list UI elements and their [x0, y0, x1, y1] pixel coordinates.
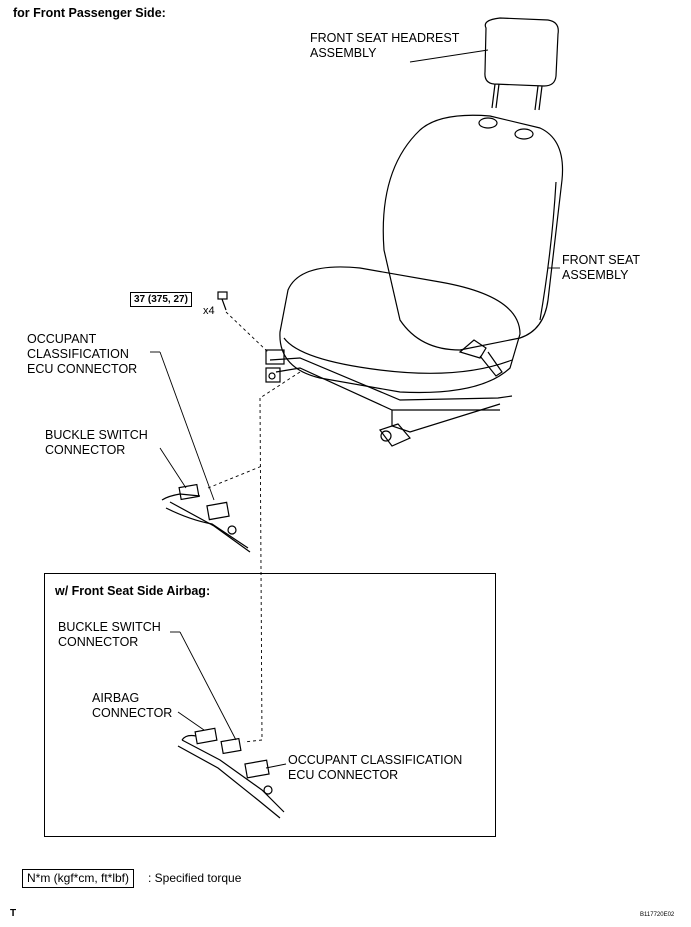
- cushion-drawing: [279, 266, 521, 394]
- page-heading: for Front Passenger Side:: [13, 6, 166, 20]
- figure-code: B117720E02: [640, 912, 675, 918]
- inset-harness-drawing: [177, 727, 285, 819]
- buckle-switch-connector-label: BUCKLE SWITCH CONNECTOR: [45, 428, 148, 457]
- seat-label: FRONT SEAT ASSEMBLY: [562, 253, 641, 282]
- headrest-label: FRONT SEAT HEADREST ASSEMBLY: [310, 31, 460, 60]
- torque-value-box: 37 (375, 27): [130, 292, 192, 307]
- inset-buckle-switch-label: BUCKLE SWITCH CONNECTOR: [58, 620, 161, 649]
- leader-lines: [150, 49, 560, 769]
- main-harness-drawing: [161, 483, 251, 553]
- bolt-drawing: [217, 291, 228, 311]
- dashed-lines: [207, 311, 301, 743]
- torque-legend-text: : Specified torque: [148, 871, 242, 885]
- footer-mark: T: [10, 908, 17, 919]
- inset-title: w/ Front Seat Side Airbag:: [55, 584, 211, 598]
- rail-drawing: [265, 349, 513, 447]
- bolt-quantity-label: x4: [203, 305, 215, 317]
- headrest-drawing: [484, 17, 559, 111]
- torque-unit-box: N*m (kgf*cm, ft*lbf): [22, 869, 135, 888]
- inset-airbag-connector-label: AIRBAG CONNECTOR: [92, 691, 173, 720]
- inset-occupant-ecu-label: OCCUPANT CLASSIFICATION ECU CONNECTOR: [288, 753, 463, 782]
- occupant-ecu-connector-label: OCCUPANT CLASSIFICATION ECU CONNECTOR: [27, 332, 138, 376]
- side-airbag-inset: [44, 573, 496, 837]
- seatback-drawing: [382, 114, 564, 351]
